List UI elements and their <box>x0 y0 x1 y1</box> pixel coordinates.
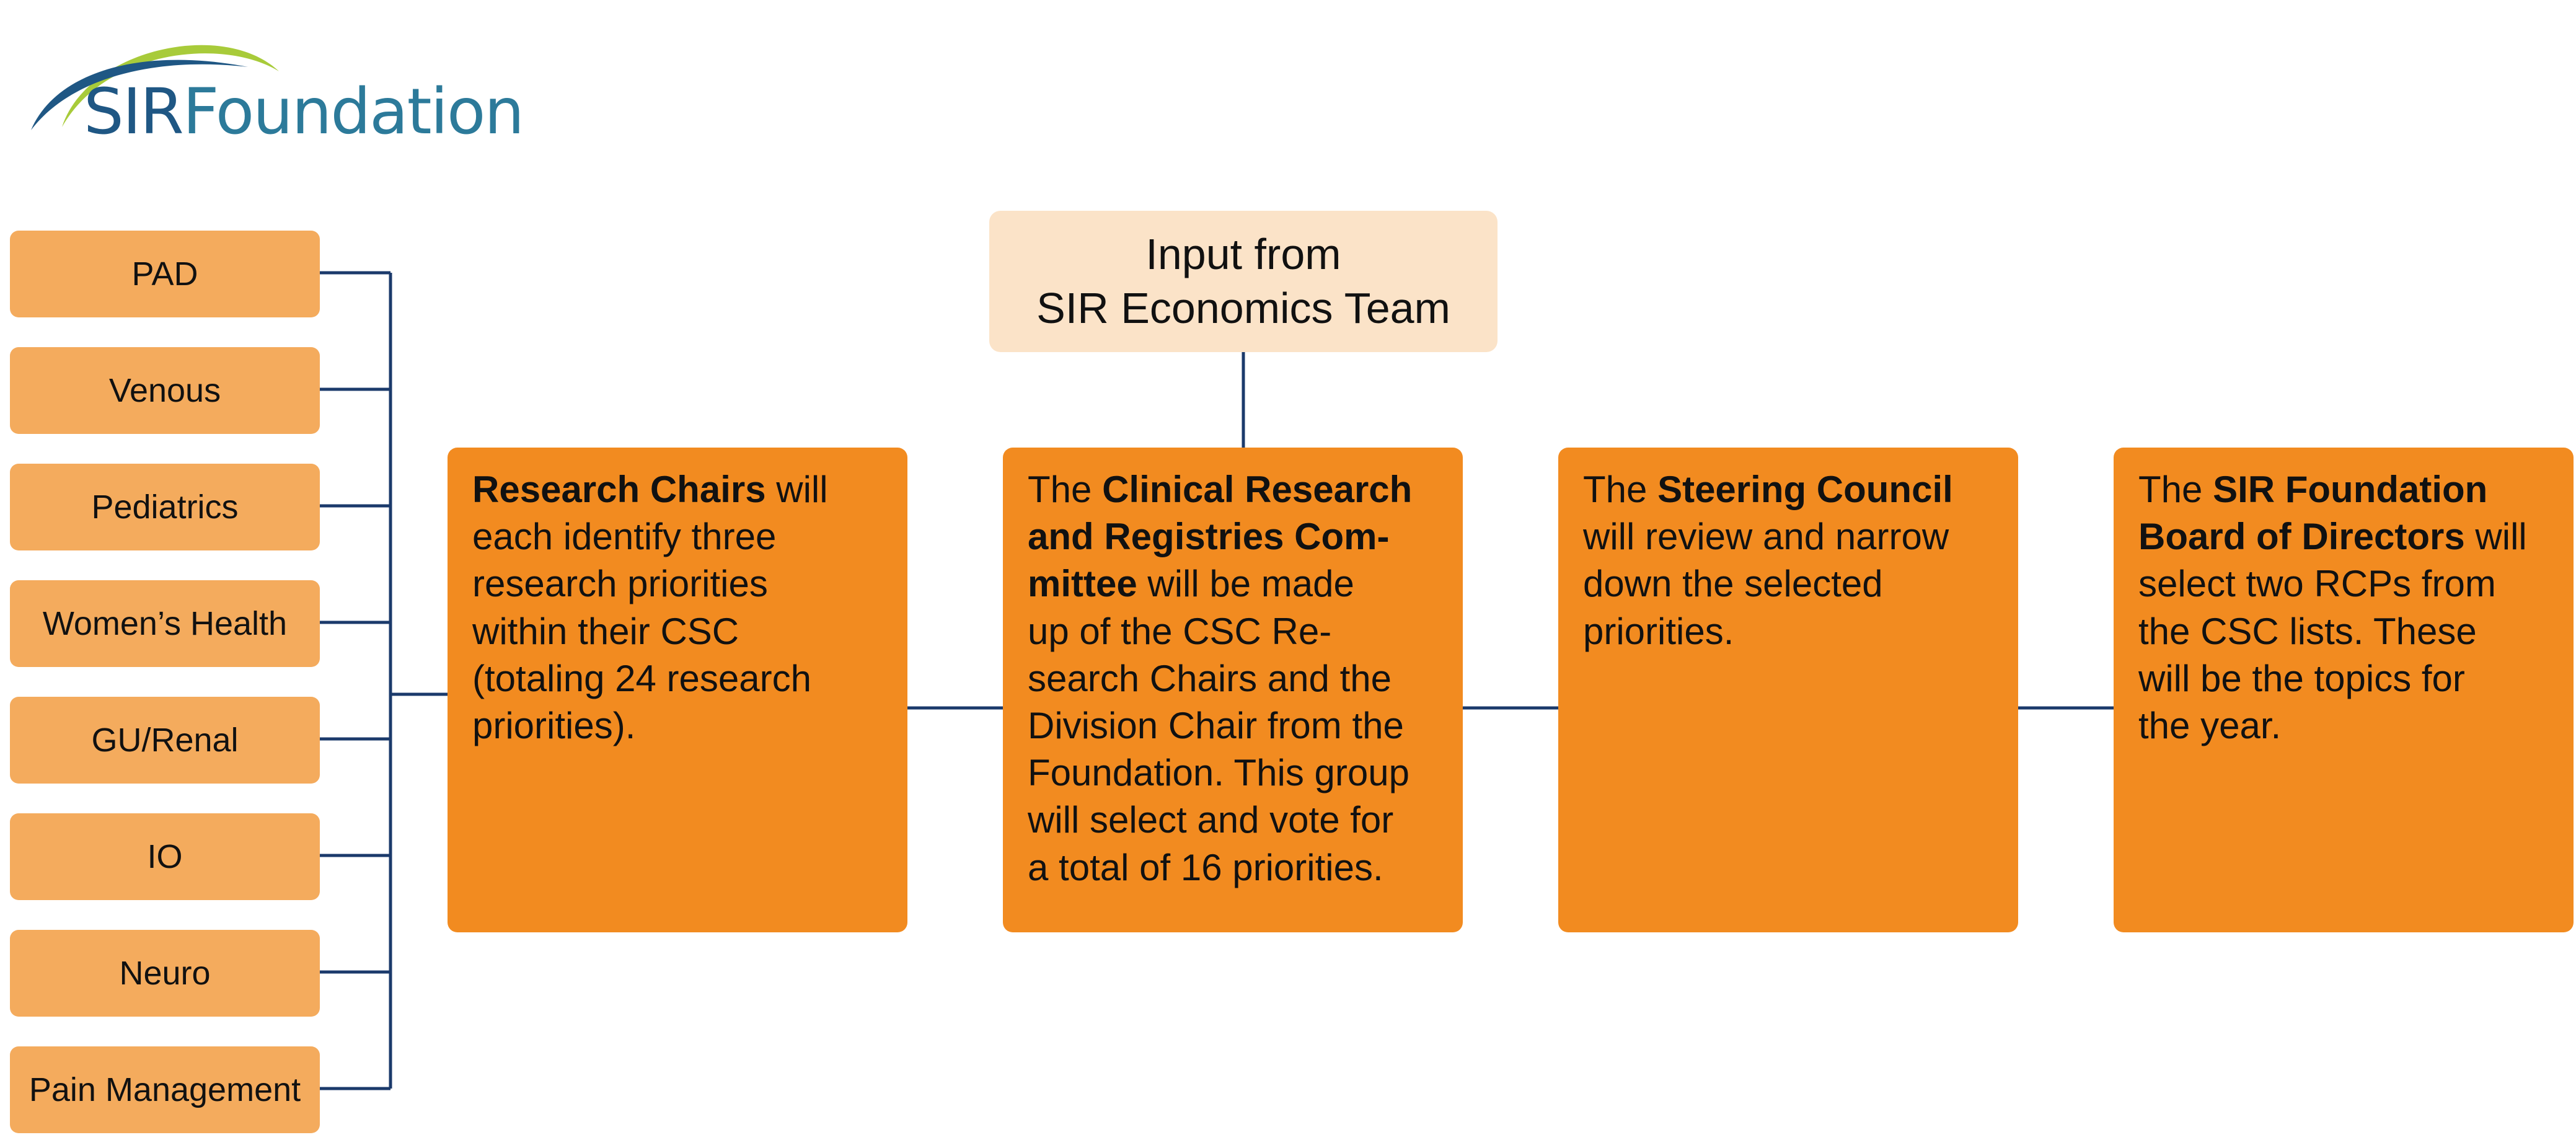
stage-text-bold: Research Chairs <box>472 469 766 510</box>
stage-text: will be the topics for <box>2138 657 2465 699</box>
stage-text-bold: Clinical Research <box>1102 469 1413 510</box>
stage-text: search Chairs and the <box>1028 657 1392 699</box>
stage-text-line: Board of Directors will <box>2138 513 2554 560</box>
stage-text-line: will select and vote for <box>1028 797 1443 844</box>
stage-text-bold: and Registries Com- <box>1028 516 1390 558</box>
stage-text: (totaling 24 research <box>472 657 811 699</box>
stage-text-line: The Steering Council <box>1583 466 1998 513</box>
csc-label: Pediatrics <box>91 488 239 526</box>
csc-label: GU/Renal <box>91 722 239 759</box>
input-line-1: Input from <box>1145 229 1341 278</box>
csc-label: Venous <box>108 372 221 409</box>
logo-wordmark: SIRFoundation <box>84 81 524 144</box>
stage-text: will select and vote for <box>1028 799 1394 841</box>
logo-sir-text: SIR <box>84 75 184 149</box>
stage-text-line: research priorities <box>472 560 888 608</box>
stage-text-bold: Board of Directors <box>2138 516 2465 558</box>
stage-text: select two RCPs from <box>2138 563 2496 605</box>
stage-text-line: The Clinical Research <box>1028 466 1443 513</box>
csc-box-io: IO <box>10 813 320 900</box>
csc-box-gu-renal: GU/Renal <box>10 697 320 784</box>
stage-text: priorities). <box>472 704 636 746</box>
stage-text-line: each identify three <box>472 513 888 560</box>
stage-text: the year. <box>2138 704 2282 746</box>
stage-text: down the selected <box>1583 563 1883 605</box>
stage-text-line: the year. <box>2138 702 2554 749</box>
stage-text-line: select two RCPs from <box>2138 560 2554 608</box>
stage-text: will <box>2464 516 2527 558</box>
stage-text: within their CSC <box>472 610 739 652</box>
csc-label: Pain Management <box>29 1071 301 1108</box>
stage-text-line: a total of 16 priorities. <box>1028 844 1443 891</box>
stage-text-line: priorities. <box>1583 608 1998 655</box>
stage-text-line: will be the topics for <box>2138 655 2554 702</box>
stage-text-bold: Steering Council <box>1657 469 1953 510</box>
stage-text-line: up of the CSC Re- <box>1028 608 1443 655</box>
csc-box-neuro: Neuro <box>10 930 320 1017</box>
economics-input-box: Input from SIR Economics Team <box>989 211 1498 352</box>
stage-text-bold: SIR Foundation <box>2213 469 2488 510</box>
input-line-2: SIR Economics Team <box>1036 284 1450 332</box>
stage-text-line: down the selected <box>1583 560 1998 608</box>
stage-text-line: The SIR Foundation <box>2138 466 2554 513</box>
csc-label: Neuro <box>119 955 211 992</box>
logo-foundation-text: Foundation <box>182 75 524 149</box>
stage-text: The <box>2138 469 2213 510</box>
stage-text-line: priorities). <box>472 702 888 749</box>
stage-text: Division Chair from the <box>1028 704 1404 746</box>
stage-text-bold: mittee <box>1028 563 1137 605</box>
stage-text: the CSC lists. These <box>2138 610 2477 652</box>
csc-box-womens-health: Women’s Health <box>10 580 320 667</box>
csc-label: IO <box>147 838 183 875</box>
csc-box-pad: PAD <box>10 231 320 317</box>
stage-text-line: Research Chairs will <box>472 466 888 513</box>
stage-text: each identify three <box>472 516 777 558</box>
stage-text-line: within their CSC <box>472 608 888 655</box>
stage-text-line: search Chairs and the <box>1028 655 1443 702</box>
stage-text: The <box>1583 469 1658 510</box>
stage-text-line: mittee will be made <box>1028 560 1443 608</box>
stage-text-line: (totaling 24 research <box>472 655 888 702</box>
sir-foundation-logo: SIRFoundation <box>19 12 524 144</box>
stage-text: will review and narrow <box>1583 516 1949 558</box>
stage-text-line: will review and narrow <box>1583 513 1998 560</box>
stage-text: a total of 16 priorities. <box>1028 846 1383 888</box>
csc-label: PAD <box>131 255 198 293</box>
csc-box-pain-management: Pain Management <box>10 1046 320 1133</box>
stage-text: up of the CSC Re- <box>1028 610 1332 652</box>
stage-text-line: and Registries Com- <box>1028 513 1443 560</box>
stage-text: research priorities <box>472 563 768 605</box>
stage-text: The <box>1028 469 1103 510</box>
csc-box-venous: Venous <box>10 347 320 434</box>
csc-box-pediatrics: Pediatrics <box>10 464 320 550</box>
stage-text-line: Foundation. This group <box>1028 749 1443 797</box>
stage-text-line: Division Chair from the <box>1028 702 1443 749</box>
csc-label: Women’s Health <box>42 605 288 642</box>
stage-text-line: the CSC lists. These <box>2138 608 2554 655</box>
stage-text: will <box>765 469 828 510</box>
stage-text: priorities. <box>1583 610 1734 652</box>
stage-text: Foundation. This group <box>1028 752 1409 794</box>
stage-text: will be made <box>1137 563 1354 605</box>
